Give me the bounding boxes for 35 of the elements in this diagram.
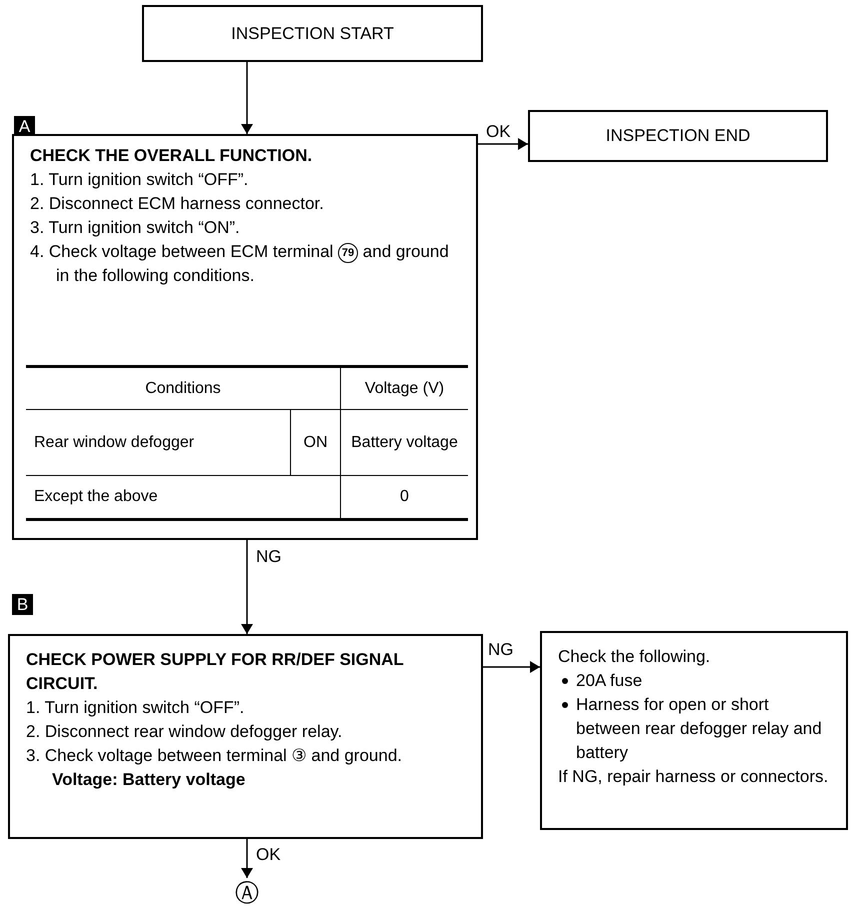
box-text: INSPECTION START [231, 22, 394, 44]
process-box [12, 134, 478, 540]
step-heading: CHECK THE OVERALL FUNCTION. [30, 145, 314, 167]
table-header: Conditions [145, 378, 221, 398]
result-text: Voltage: Battery voltage [51, 769, 246, 791]
table-cell-text: 0 [400, 487, 409, 507]
step-text: 2. Disconnect rear window defogger relay. [26, 721, 344, 743]
step-text: 3. Check voltage between terminal ③ and ground. [26, 745, 404, 767]
arrow [241, 839, 253, 878]
note-text: If NG, repair harness or connectors. [558, 766, 830, 788]
arrow [483, 661, 540, 673]
arrow [241, 540, 253, 634]
box-text: INSPECTION END [606, 125, 750, 147]
table-cell-text: Rear window defogger [34, 432, 194, 452]
table-cell-text: ON [304, 432, 328, 452]
arrow [241, 62, 253, 134]
arrow [478, 138, 528, 150]
start-box [142, 5, 483, 62]
step-heading: CHECK POWER SUPPLY FOR RR/DEF SIGNAL CIRCUIT. [26, 649, 405, 695]
step-text: 1. Turn ignition switch “OFF”. [26, 697, 246, 719]
list-text: 20A fuse [576, 670, 642, 692]
step-text: 3. Turn ignition switch “ON”. [30, 217, 241, 239]
table-cell-text: Except the above [34, 487, 158, 507]
note-text: Check the following. [558, 646, 712, 668]
step-text: 2. Disconnect ECM harness connector. [30, 193, 325, 215]
step-marker: B [12, 594, 33, 615]
end-box [528, 110, 828, 162]
note-box [540, 631, 848, 830]
process-box [8, 634, 483, 839]
table-cell-text: Battery voltage [351, 432, 458, 452]
table-header: Voltage (V) [364, 378, 444, 398]
step-text: 4. Check voltage between ECM terminal 79 and ground in the following conditions. [30, 241, 450, 287]
connector-label: Ⓐ [235, 882, 259, 906]
step-text: 1. Turn ignition switch “OFF”. [30, 169, 250, 191]
list-text: Harness for open or short between rear defogger relay and battery [576, 694, 823, 764]
